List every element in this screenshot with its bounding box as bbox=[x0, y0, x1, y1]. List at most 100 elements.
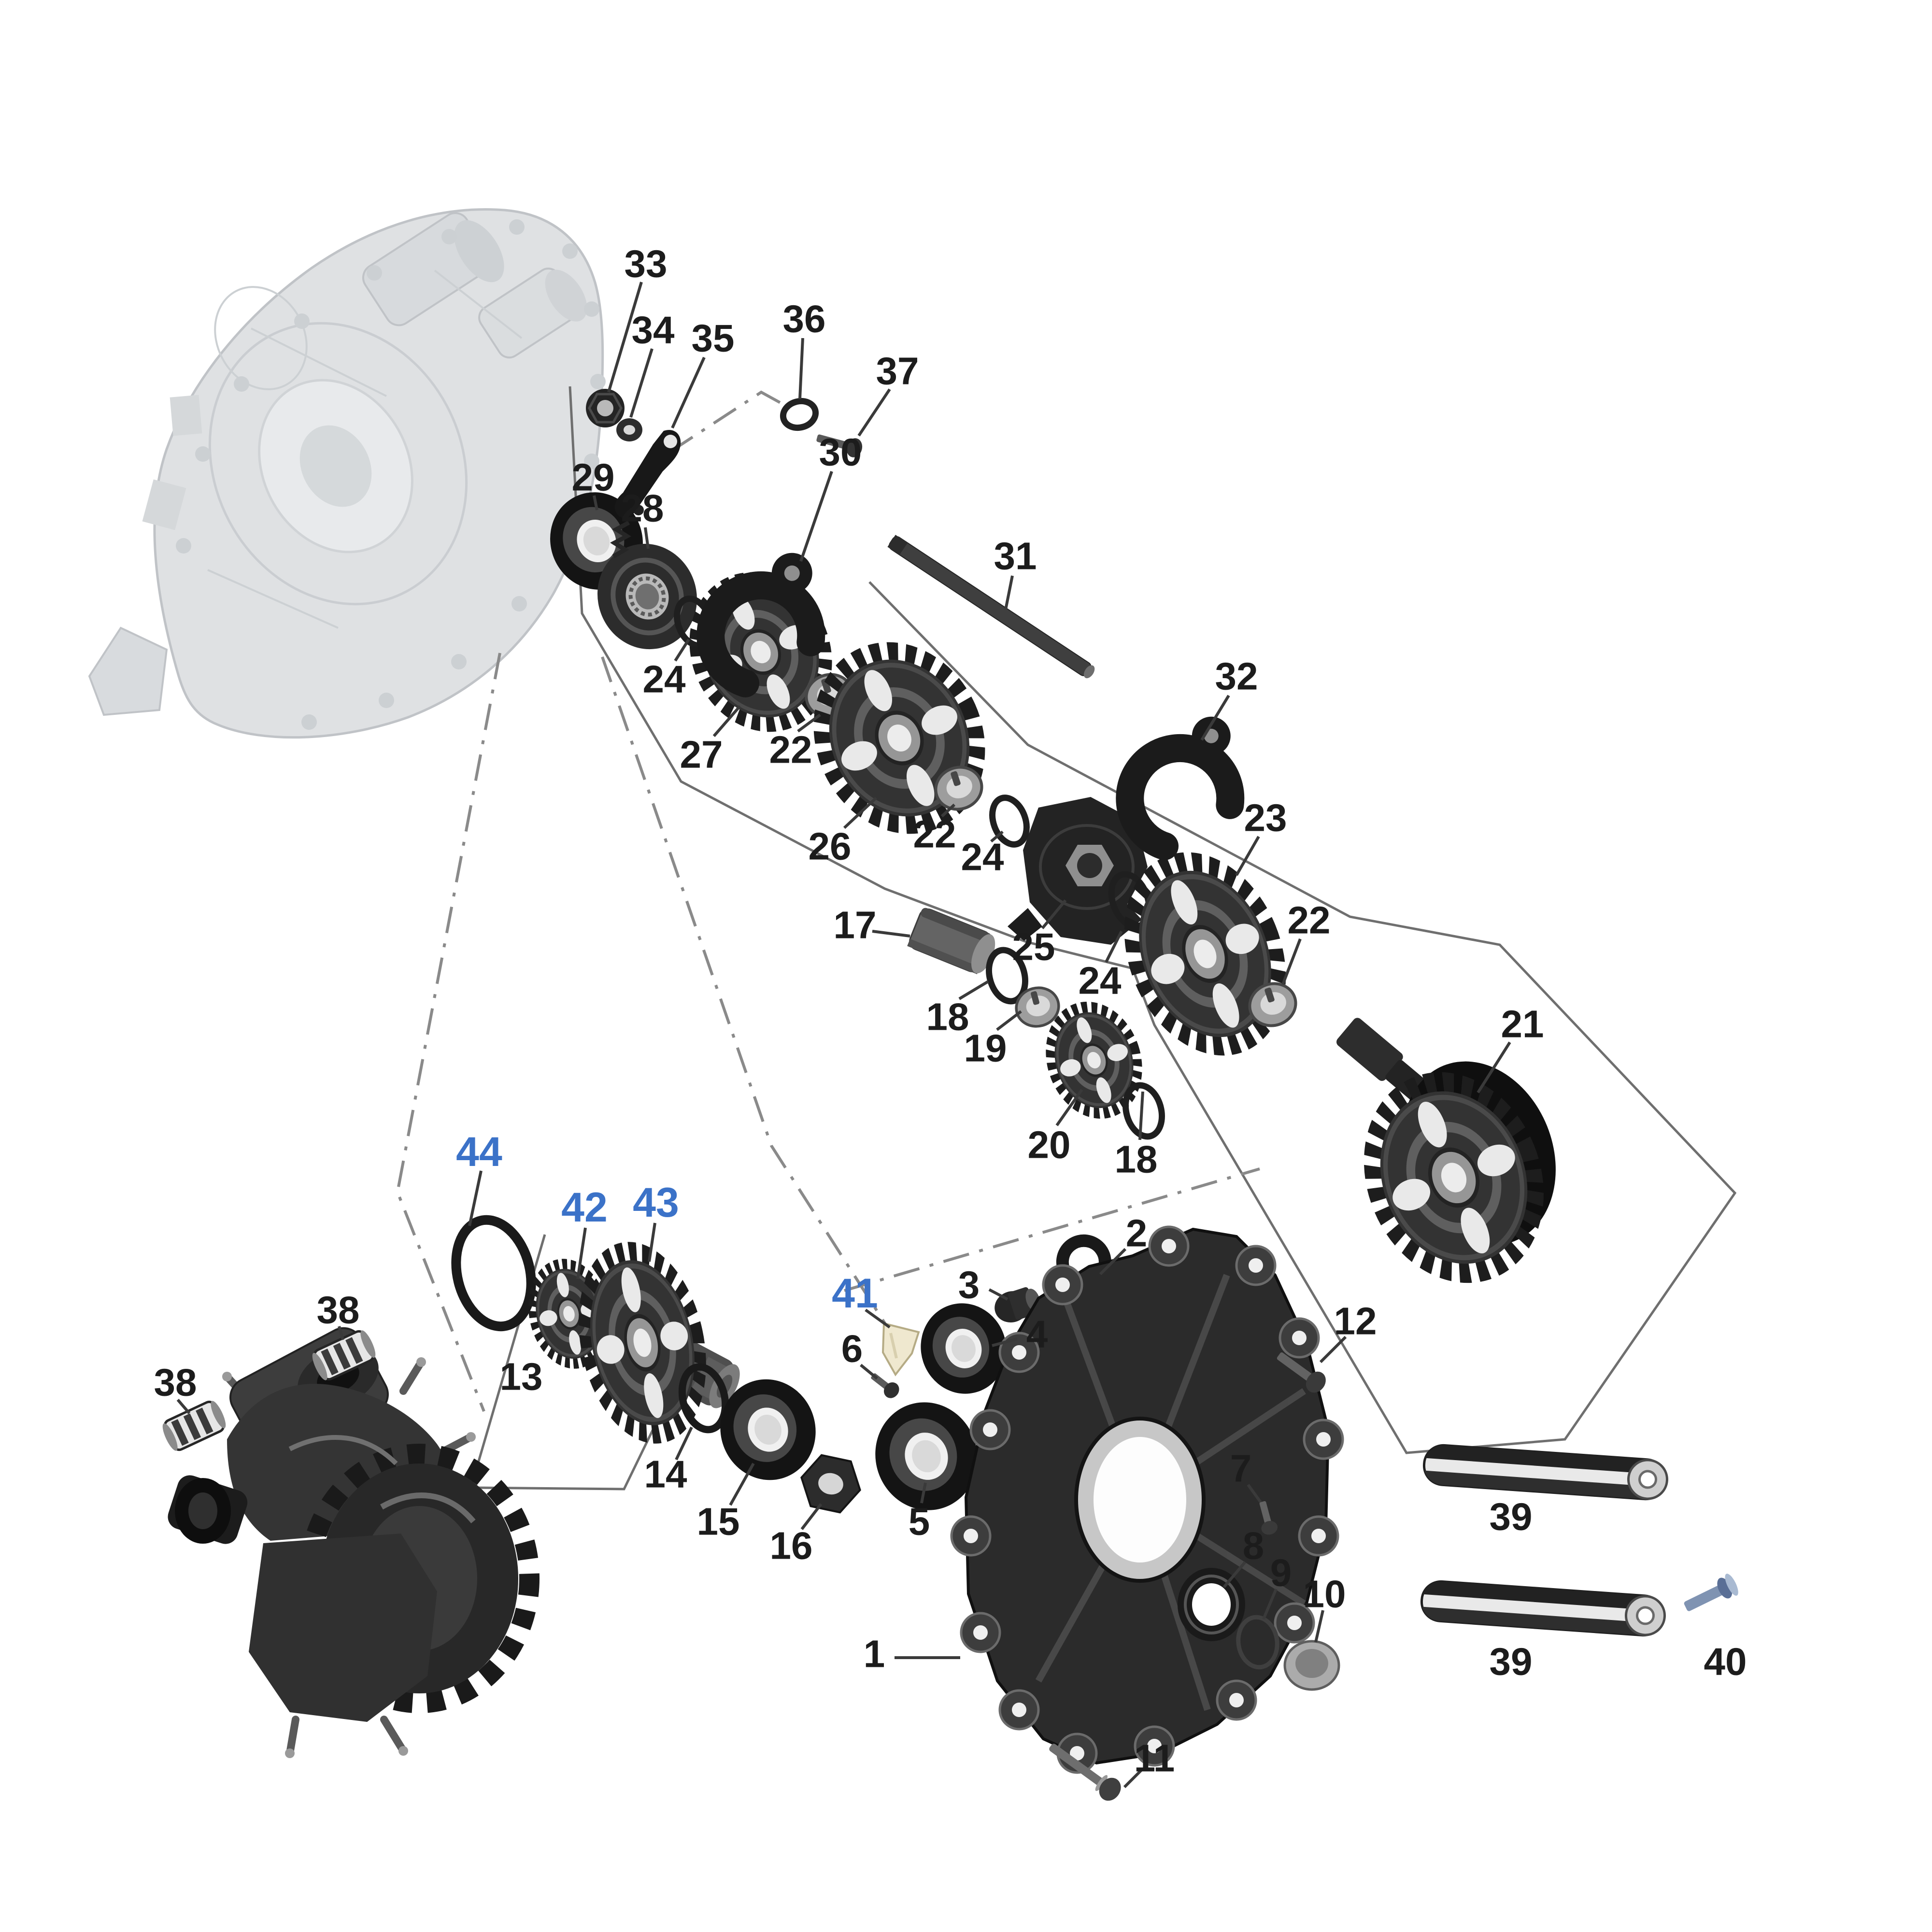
part-label-21: 21 bbox=[1501, 1003, 1544, 1046]
leader-line-43 bbox=[648, 1222, 656, 1262]
leader-line-10 bbox=[1314, 1610, 1324, 1643]
part-label-12: 12 bbox=[1334, 1300, 1377, 1343]
leader-line-27 bbox=[712, 705, 741, 737]
leader-line-35 bbox=[671, 356, 706, 429]
leader-line-41 bbox=[865, 1308, 891, 1329]
part-label-22: 22 bbox=[913, 813, 956, 856]
part-28-hub bbox=[597, 543, 697, 650]
part-18-oring bbox=[986, 947, 1028, 1005]
part-35-detent-lever bbox=[610, 430, 681, 558]
part-16-nut bbox=[800, 1454, 861, 1514]
leader-line-33 bbox=[607, 282, 643, 393]
part-label-22: 22 bbox=[1288, 899, 1331, 942]
part-label-23: 23 bbox=[1244, 796, 1287, 839]
part-label-39: 39 bbox=[1490, 1640, 1533, 1683]
part-label-34: 34 bbox=[632, 309, 675, 352]
gearbox-housing-ghost bbox=[88, 208, 606, 739]
gear-train-frame-line bbox=[568, 386, 1737, 1454]
leader-line-22 bbox=[940, 803, 956, 818]
part-39-pin bbox=[1421, 1580, 1666, 1637]
leader-line-20 bbox=[1055, 1089, 1083, 1126]
part-label-38: 38 bbox=[154, 1361, 197, 1404]
part-label-2: 2 bbox=[1126, 1212, 1148, 1255]
part-9-oring bbox=[1236, 1615, 1279, 1670]
leader-line-21 bbox=[1477, 1041, 1511, 1094]
leader-line-38 bbox=[338, 1326, 344, 1340]
part-37-bolt bbox=[816, 434, 863, 457]
leader-line-24 bbox=[990, 830, 1004, 843]
part-14-oring bbox=[678, 1363, 729, 1434]
part-label-38: 38 bbox=[317, 1289, 360, 1332]
centerline-right bbox=[601, 656, 893, 1334]
part-1-cover bbox=[952, 1227, 1343, 1773]
part-label-20: 20 bbox=[1028, 1123, 1071, 1166]
part-label-27: 27 bbox=[680, 733, 723, 776]
part-39-pin bbox=[1423, 1444, 1668, 1501]
part-label-10: 10 bbox=[1303, 1573, 1346, 1616]
part-label-1: 1 bbox=[864, 1633, 885, 1676]
part-label-28: 28 bbox=[621, 487, 664, 530]
leader-lines bbox=[176, 282, 1511, 1789]
part-label-15: 15 bbox=[697, 1500, 740, 1543]
part-12-bolt bbox=[1277, 1352, 1326, 1393]
part-label-32: 32 bbox=[1215, 655, 1258, 698]
centerline-shift-axis bbox=[844, 1167, 1260, 1292]
part-label-9: 9 bbox=[1270, 1551, 1292, 1594]
part-label-14: 14 bbox=[644, 1453, 687, 1496]
leader-line-42 bbox=[576, 1227, 587, 1279]
part-label-24: 24 bbox=[961, 836, 1004, 879]
part-label-26: 26 bbox=[809, 825, 852, 868]
part-label-29: 29 bbox=[572, 456, 615, 499]
centerline-left bbox=[396, 653, 501, 1412]
part-label-25: 25 bbox=[1012, 925, 1055, 968]
leader-line-4 bbox=[992, 1337, 1018, 1347]
leader-line-8 bbox=[1222, 1561, 1247, 1588]
part-36-washer bbox=[780, 398, 819, 431]
leader-line-16 bbox=[800, 1503, 823, 1530]
leader-line-18 bbox=[958, 980, 989, 1000]
leader-line-29 bbox=[593, 495, 598, 511]
leader-line-11 bbox=[1123, 1767, 1144, 1789]
part-label-24: 24 bbox=[1079, 959, 1122, 1002]
bevel-group-frame-line bbox=[469, 1234, 667, 1491]
part-label-35: 35 bbox=[692, 317, 735, 360]
part-24-oring bbox=[989, 795, 1030, 848]
part-33-nut bbox=[586, 389, 625, 427]
part-label-44: 44 bbox=[456, 1129, 502, 1175]
part-label-4: 4 bbox=[1026, 1313, 1048, 1356]
part-label-22: 22 bbox=[769, 728, 812, 771]
part-8-seal bbox=[1178, 1568, 1245, 1641]
leader-line-28 bbox=[644, 527, 650, 549]
leader-line-24 bbox=[674, 639, 690, 662]
part-label-40: 40 bbox=[1704, 1640, 1747, 1683]
leader-line-23 bbox=[1235, 836, 1260, 876]
part-label-17: 17 bbox=[834, 904, 877, 947]
part-31-shift-rod bbox=[887, 535, 1095, 679]
part-label-36: 36 bbox=[783, 298, 826, 341]
leader-line-31 bbox=[1004, 575, 1014, 610]
leader-line-2 bbox=[1099, 1248, 1127, 1276]
part-label-18: 18 bbox=[1115, 1138, 1158, 1181]
part-label-13: 13 bbox=[500, 1355, 543, 1398]
part-label-41: 41 bbox=[832, 1270, 878, 1317]
part-41-wedge bbox=[881, 1322, 920, 1377]
part-10-bushing bbox=[1283, 1640, 1340, 1691]
leader-line-17 bbox=[872, 930, 910, 938]
part-label-11: 11 bbox=[1134, 1737, 1175, 1780]
leader-line-44 bbox=[468, 1170, 483, 1226]
leader-line-5 bbox=[920, 1482, 927, 1504]
part-label-6: 6 bbox=[841, 1327, 863, 1370]
part-label-37: 37 bbox=[876, 350, 919, 393]
leader-line-34 bbox=[629, 348, 653, 418]
leader-line-19 bbox=[996, 1010, 1022, 1031]
leader-line-32 bbox=[1200, 695, 1230, 741]
part-label-5: 5 bbox=[909, 1500, 930, 1543]
part-19-bushing bbox=[1012, 983, 1063, 1031]
leader-line-9 bbox=[1262, 1588, 1278, 1620]
leader-line-6 bbox=[860, 1364, 878, 1380]
part-label-33: 33 bbox=[625, 242, 668, 285]
part-32-shift-fork bbox=[1116, 716, 1245, 860]
part-label-18: 18 bbox=[926, 995, 969, 1038]
leader-line-30 bbox=[799, 471, 833, 562]
